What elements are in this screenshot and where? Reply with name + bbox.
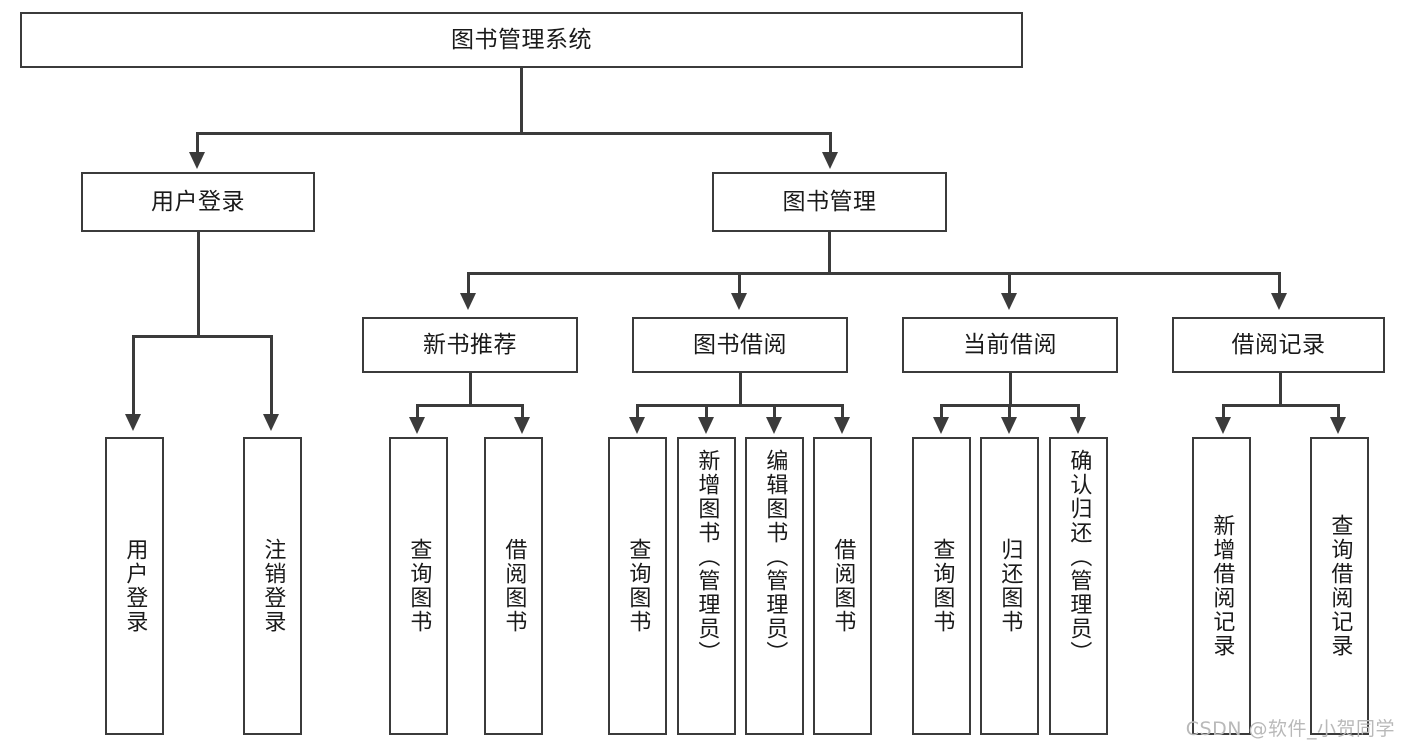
node-label: 图书借阅 [693,331,787,358]
node-book-management[interactable]: 图书管理 [712,172,947,232]
leaf-nbr-borrow-book[interactable]: 借阅图书 [484,437,543,735]
edge-user-login-bus [133,335,272,338]
node-user-login[interactable]: 用户登录 [81,172,315,232]
leaf-bb-edit-book-admin[interactable]: 编辑图书（管理员） [745,437,804,735]
node-new-book-recommend[interactable]: 新书推荐 [362,317,578,373]
edge-nbr-leaf1 [416,404,419,418]
node-label: 用户登录 [122,538,148,634]
node-label: 借阅图书 [501,538,527,634]
edge-user-login-stem [197,232,200,337]
edge-to-book-management [829,132,832,153]
edge-root-stem [520,68,523,134]
arrow-to-borrow-record [1271,293,1287,310]
leaf-user-login[interactable]: 用户登录 [105,437,164,735]
edge-to-new-book-recommend [467,272,470,294]
arrow-to-book-borrow [731,293,747,310]
edge-new-book-recommend-bus [417,404,523,407]
node-label: 归还图书 [997,538,1023,634]
leaf-br-add-record[interactable]: 新增借阅记录 [1192,437,1251,735]
arrow-bb-leaf1 [629,417,645,434]
edge-to-user-login [196,132,199,153]
edge-bb-leaf1 [636,404,639,418]
arrow-bb-leaf2 [698,417,714,434]
edge-bb-leaf4 [841,404,844,418]
arrow-nbr-leaf1 [409,417,425,434]
node-book-borrow[interactable]: 图书借阅 [632,317,848,373]
leaf-cb-query-book[interactable]: 查询图书 [912,437,971,735]
edge-to-current-borrow [1008,272,1011,294]
edge-to-leaf-user-login [132,335,135,415]
arrow-to-leaf-logout [263,414,279,431]
node-label: 新增借阅记录 [1209,514,1235,658]
arrow-br-leaf1 [1215,417,1231,434]
node-label: 注销登录 [260,538,286,634]
arrow-bb-leaf4 [834,417,850,434]
leaf-cb-confirm-return-admin[interactable]: 确认归还（管理员） [1049,437,1108,735]
node-label: 图书管理 [782,188,877,215]
node-label: 查询借阅记录 [1327,514,1353,658]
edge-level3-bus [468,272,1280,275]
edge-nbr-leaf2 [521,404,524,418]
edge-to-book-borrow [738,272,741,294]
node-label: 用户登录 [151,188,245,215]
arrow-nbr-leaf2 [514,417,530,434]
arrow-bb-leaf3 [766,417,782,434]
leaf-bb-borrow-book[interactable]: 借阅图书 [813,437,872,735]
arrow-cb-leaf2 [1001,417,1017,434]
arrow-to-leaf-user-login [125,414,141,431]
node-label: 图书管理系统 [451,26,592,53]
node-label: 查询图书 [406,538,432,634]
leaf-bb-query-book[interactable]: 查询图书 [608,437,667,735]
arrow-br-leaf2 [1330,417,1346,434]
node-label: 编辑图书（管理员） [762,449,788,665]
edge-book-management-stem [828,232,831,274]
watermark: CSDN @软件_小贺同学 [1185,718,1395,740]
node-label: 查询图书 [625,538,651,634]
edge-to-leaf-logout [270,335,273,415]
leaf-br-query-record[interactable]: 查询借阅记录 [1310,437,1369,735]
node-label: 当前借阅 [963,331,1057,358]
arrow-to-new-book-recommend [460,293,476,310]
edge-to-borrow-record [1278,272,1281,294]
edge-borrow-record-bus [1223,404,1339,407]
node-borrow-record[interactable]: 借阅记录 [1172,317,1385,373]
node-label: 新书推荐 [423,331,517,358]
arrow-cb-leaf3 [1070,417,1086,434]
leaf-logout[interactable]: 注销登录 [243,437,302,735]
edge-cb-leaf3 [1077,404,1080,418]
edge-book-borrow-bus [637,404,843,407]
edge-cb-leaf1 [940,404,943,418]
edge-cb-leaf2 [1008,404,1011,418]
edge-bb-leaf3 [773,404,776,418]
edge-new-book-recommend-stem [469,373,472,406]
arrow-to-book-management [822,152,838,169]
leaf-nbr-query-book[interactable]: 查询图书 [389,437,448,735]
node-label: 借阅图书 [830,538,856,634]
edge-level2-bus [197,132,832,135]
edge-br-leaf1 [1222,404,1225,418]
edge-book-borrow-stem [739,373,742,406]
node-label: 查询图书 [929,538,955,634]
edge-current-borrow-stem [1009,373,1012,406]
node-label: 确认归还（管理员） [1066,449,1092,665]
leaf-cb-return-book[interactable]: 归还图书 [980,437,1039,735]
node-root-book-management-system[interactable]: 图书管理系统 [20,12,1023,68]
edge-borrow-record-stem [1279,373,1282,406]
edge-br-leaf2 [1337,404,1340,418]
arrow-cb-leaf1 [933,417,949,434]
edge-bb-leaf2 [705,404,708,418]
leaf-bb-add-book-admin[interactable]: 新增图书（管理员） [677,437,736,735]
node-label: 借阅记录 [1231,331,1326,358]
arrow-to-user-login [189,152,205,169]
arrow-to-current-borrow [1001,293,1017,310]
node-label: 新增图书（管理员） [694,449,720,665]
node-current-borrow[interactable]: 当前借阅 [902,317,1118,373]
